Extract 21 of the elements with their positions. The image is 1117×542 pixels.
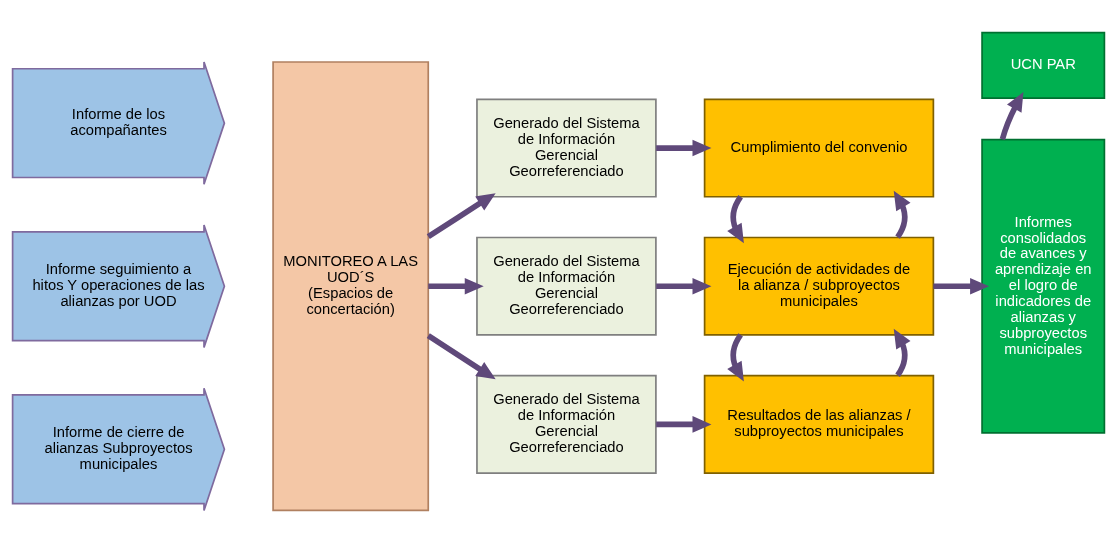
node-box: Generado del Sistema de Información Gerencial Georreferenciado [476,374,657,474]
arrow [426,192,496,239]
node-box: Generado del Sistema de Información Gerencial Georreferenciado [476,98,657,198]
arrow [893,328,911,377]
arrow [893,190,911,239]
node-box: Ejecución de actividades de la alianza / subproyectos municipales [703,236,935,336]
node-box: Informes consolidados de avances y aprendizaje en el logro de indicadores de alianzas y subproyectos municipales [981,138,1106,434]
node-box: UCN PAR [981,31,1106,99]
node-box: Generado del Sistema de Información Gerencial Georreferenciado [476,236,657,336]
arrow [428,277,484,294]
node-box: Cumplimiento del convenio [703,98,935,198]
arrow [426,332,496,379]
arrow [656,277,712,294]
arrow [727,332,744,381]
arrow [999,91,1024,140]
node-box: MONITOREO A LAS UOD´S (Espacios de concertación) [272,60,430,511]
arrow [933,277,990,294]
arrow [656,415,712,433]
arrow [727,194,744,243]
arrow [656,139,712,156]
node-box: Resultados de las alianzas / subproyectos municipales [703,374,935,474]
